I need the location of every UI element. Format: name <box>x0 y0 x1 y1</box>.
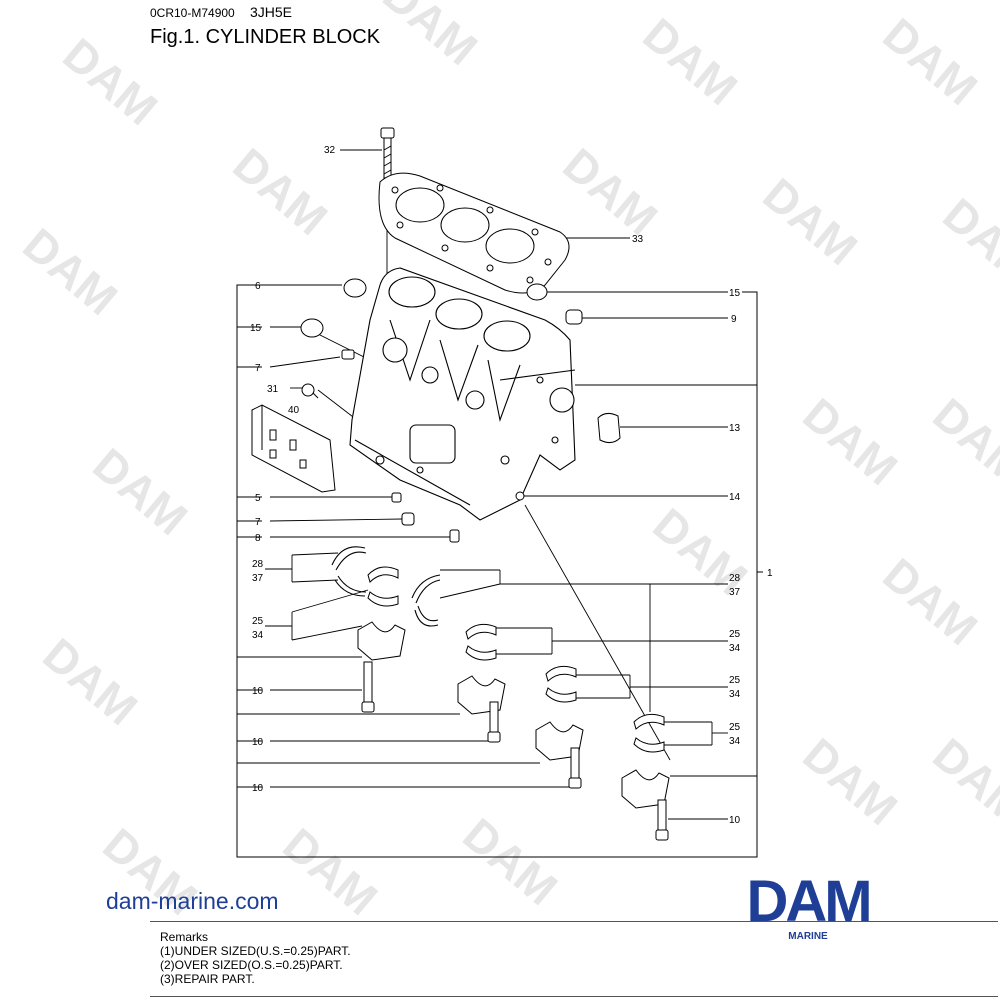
cylinder-block-part-1 <box>349 267 576 521</box>
callout-15-left: 15 <box>250 323 262 334</box>
callout-40: 40 <box>288 405 300 416</box>
callout-34-left: 34 <box>252 630 264 641</box>
callout-37-right: 37 <box>729 587 741 598</box>
brand-subtitle: MARINE <box>788 931 828 942</box>
thrust-washers <box>331 546 441 627</box>
cover-part-40 <box>251 404 336 493</box>
svg-text:DAM: DAM <box>34 628 148 735</box>
plug-part-5 <box>391 492 402 503</box>
plug-part-7-upper <box>341 349 355 360</box>
callout-28-right: 28 <box>729 573 741 584</box>
callout-5: 5 <box>255 493 261 504</box>
callout-6: 6 <box>255 281 261 292</box>
remarks-heading: Remarks <box>160 930 209 944</box>
callout-25-b: 25 <box>729 629 741 640</box>
site-url-link[interactable]: dam-marine.com <box>106 888 279 914</box>
expansion-plug-part-6 <box>343 278 367 298</box>
remark-line-3: (3)REPAIR PART. <box>160 972 255 986</box>
callout-9: 9 <box>731 314 737 325</box>
callout-25-d: 25 <box>729 722 741 733</box>
footer-divider-top <box>150 921 998 922</box>
svg-text:DAM: DAM <box>454 808 568 915</box>
model-code: 3JH5E <box>250 4 293 20</box>
callout-28-left: 28 <box>252 559 264 570</box>
remark-line-2: (2)OVER SIZED(O.S.=0.25)PART. <box>160 958 343 972</box>
svg-text:DAM: DAM <box>934 188 1000 295</box>
svg-text:DAM: DAM <box>634 8 748 115</box>
head-bolt-part-32 <box>380 127 395 179</box>
svg-text:DAM: DAM <box>374 0 488 75</box>
callout-25-c: 25 <box>729 675 741 686</box>
svg-text:DAM: DAM <box>54 28 168 135</box>
bearing-caps <box>357 621 670 809</box>
callout-31: 31 <box>267 384 279 395</box>
leader-lines <box>237 149 757 820</box>
expansion-plug-part-15-left <box>300 318 324 338</box>
callout-14: 14 <box>729 492 741 503</box>
small-parts <box>300 278 621 543</box>
remarks-block: Remarks (1)UNDER SIZED(U.S.=0.25)PART. (… <box>160 930 351 986</box>
expansion-plug-part-15-right <box>526 283 548 301</box>
callout-8: 8 <box>255 533 261 544</box>
callout-15-right: 15 <box>729 288 741 299</box>
callout-34-b: 34 <box>729 643 741 654</box>
figure-title: Fig.1. CYLINDER BLOCK <box>150 26 381 48</box>
bearing-seal-part-13 <box>597 412 621 444</box>
callout-10-a: 10 <box>252 686 264 697</box>
callout-34-c: 34 <box>729 689 741 700</box>
callout-10-c: 10 <box>252 783 264 794</box>
callout-1: 1 <box>767 568 773 579</box>
callout-7-upper: 7 <box>255 363 261 374</box>
svg-text:DAM: DAM <box>14 218 128 325</box>
plug-part-7-lower <box>401 512 415 526</box>
svg-text:DAM: DAM <box>224 138 338 245</box>
callout-10-d: 10 <box>729 815 741 826</box>
svg-text:DAM: DAM <box>794 728 908 835</box>
callout-13: 13 <box>729 423 741 434</box>
callout-32: 32 <box>324 145 336 156</box>
svg-text:DAM: DAM <box>794 388 908 495</box>
remark-line-1: (1)UNDER SIZED(U.S.=0.25)PART. <box>160 944 351 958</box>
callout-7-lower: 7 <box>255 517 261 528</box>
footer-divider-bottom <box>150 996 998 997</box>
plug-part-8 <box>449 529 460 543</box>
callout-37-left: 37 <box>252 573 264 584</box>
callout-25-left: 25 <box>252 616 264 627</box>
callout-10-b: 10 <box>252 737 264 748</box>
document-code: 0CR10-M74900 <box>150 6 235 20</box>
svg-text:DAM: DAM <box>924 388 1000 495</box>
svg-text:DAM: DAM <box>554 138 668 245</box>
main-bearing-shells <box>367 566 665 753</box>
svg-text:DAM: DAM <box>84 438 198 545</box>
callout-labels: 32 33 6 15 7 31 40 5 7 8 28 37 25 34 10 … <box>250 145 773 826</box>
assembly-frame <box>236 284 763 858</box>
svg-text:DAM: DAM <box>644 498 758 605</box>
brand-logo: DAM <box>746 869 872 934</box>
plug-part-9 <box>565 309 583 325</box>
svg-text:DAM: DAM <box>754 168 868 275</box>
callout-33: 33 <box>632 234 644 245</box>
head-gasket-part-33 <box>378 172 570 294</box>
svg-text:DAM: DAM <box>274 818 388 925</box>
svg-text:DAM: DAM <box>874 8 988 115</box>
svg-text:DAM: DAM <box>874 548 988 655</box>
svg-text:DAM: DAM <box>924 728 1000 835</box>
plug-part-14 <box>515 491 525 501</box>
plug-part-31 <box>301 383 315 397</box>
main-bearing-bolts <box>361 661 669 841</box>
callout-34-d: 34 <box>729 736 741 747</box>
